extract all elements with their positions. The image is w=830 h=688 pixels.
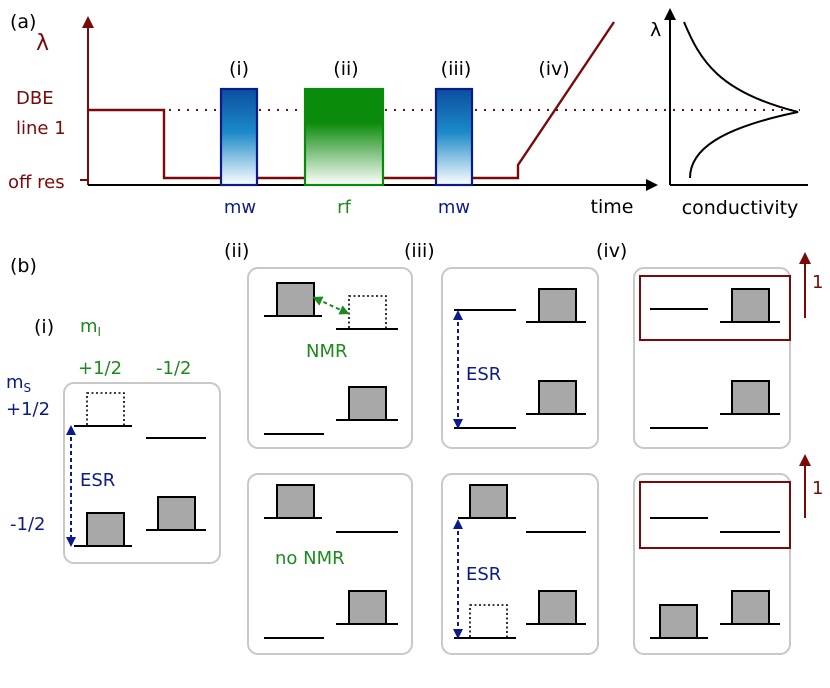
state-panel-iii-top: ESR bbox=[441, 267, 599, 449]
empty-population bbox=[86, 392, 125, 427]
state-panel-iv-top bbox=[633, 267, 791, 449]
nmr-transition-arrow bbox=[312, 296, 350, 315]
state-panel-iv-bottom bbox=[633, 473, 791, 655]
ms-label: mS bbox=[6, 372, 31, 395]
population bbox=[276, 484, 315, 519]
state-panel-ii-top: NMR bbox=[247, 267, 413, 449]
conductivity-label: conductivity bbox=[682, 197, 799, 219]
pulse-label-rf: rf bbox=[337, 197, 351, 218]
step-a-iv: (iv) bbox=[538, 58, 569, 80]
ionization-highlight bbox=[639, 275, 791, 341]
mi-minus-half: -1/2 bbox=[156, 358, 191, 379]
no-nmr-label: no NMR bbox=[275, 548, 345, 569]
rf-pulse bbox=[303, 87, 385, 187]
esr-label: ESR bbox=[466, 364, 501, 385]
mi-plus-half: +1/2 bbox=[78, 358, 122, 379]
population bbox=[348, 386, 387, 421]
time-axis-label: time bbox=[591, 196, 634, 218]
population bbox=[157, 496, 196, 531]
population bbox=[659, 604, 698, 639]
mi-label: mI bbox=[80, 316, 101, 339]
step-a-ii: (ii) bbox=[333, 58, 358, 80]
arrow-value-label: 1 bbox=[812, 272, 823, 293]
step-b-i: (i) bbox=[34, 316, 54, 338]
population bbox=[538, 288, 577, 323]
conductivity-lambda-symbol: λ bbox=[650, 19, 661, 41]
arrow-value-label: 1 bbox=[812, 478, 823, 499]
step-a-iii: (iii) bbox=[441, 58, 472, 80]
ms-plus-half: +1/2 bbox=[6, 399, 50, 420]
population bbox=[538, 380, 577, 415]
state-panel-iii-bottom: ESR bbox=[441, 473, 599, 655]
population bbox=[469, 484, 508, 519]
dbe-label: DBE bbox=[16, 88, 54, 109]
population bbox=[86, 512, 125, 547]
empty-population bbox=[469, 604, 508, 639]
ms-minus-half: -1/2 bbox=[10, 514, 45, 535]
population bbox=[538, 590, 577, 625]
state-panel-i: ESR bbox=[63, 382, 221, 564]
nmr-label: NMR bbox=[306, 341, 348, 362]
mw-pulse-1 bbox=[219, 87, 259, 187]
esr-label: ESR bbox=[466, 564, 501, 585]
population bbox=[731, 288, 770, 323]
population bbox=[348, 590, 387, 625]
off-res-label: off res bbox=[8, 172, 65, 193]
pulse-label-mw-2: mw bbox=[438, 197, 470, 218]
esr-label: ESR bbox=[80, 470, 115, 491]
population bbox=[731, 380, 770, 415]
lambda-axis-symbol: λ bbox=[36, 31, 49, 56]
step-a-i: (i) bbox=[229, 58, 249, 80]
population bbox=[276, 282, 315, 317]
step-b-iv: (iv) bbox=[596, 240, 627, 262]
panel-a-label: (a) bbox=[10, 11, 36, 33]
panel-box-iv-bottom bbox=[633, 473, 791, 655]
pulse-label-mw-1: mw bbox=[224, 197, 256, 218]
panel-b: (b) (i) (ii) (iii) (iv) mI +1/2 -1/2 mS … bbox=[6, 240, 823, 655]
state-panel-ii-bottom: no NMR bbox=[247, 473, 413, 655]
panel-b-label: (b) bbox=[10, 255, 37, 277]
line1-label: line 1 bbox=[16, 118, 66, 139]
mw-pulse-2 bbox=[434, 87, 474, 187]
conductivity-resonance-curve bbox=[683, 21, 799, 179]
panel-a: (a) λ DBE line 1 off res (i) (ii) (iii) … bbox=[8, 8, 808, 219]
step-b-ii: (ii) bbox=[224, 240, 249, 262]
population bbox=[731, 590, 770, 625]
step-b-iii: (iii) bbox=[404, 240, 435, 262]
ionization-highlight bbox=[639, 481, 791, 549]
